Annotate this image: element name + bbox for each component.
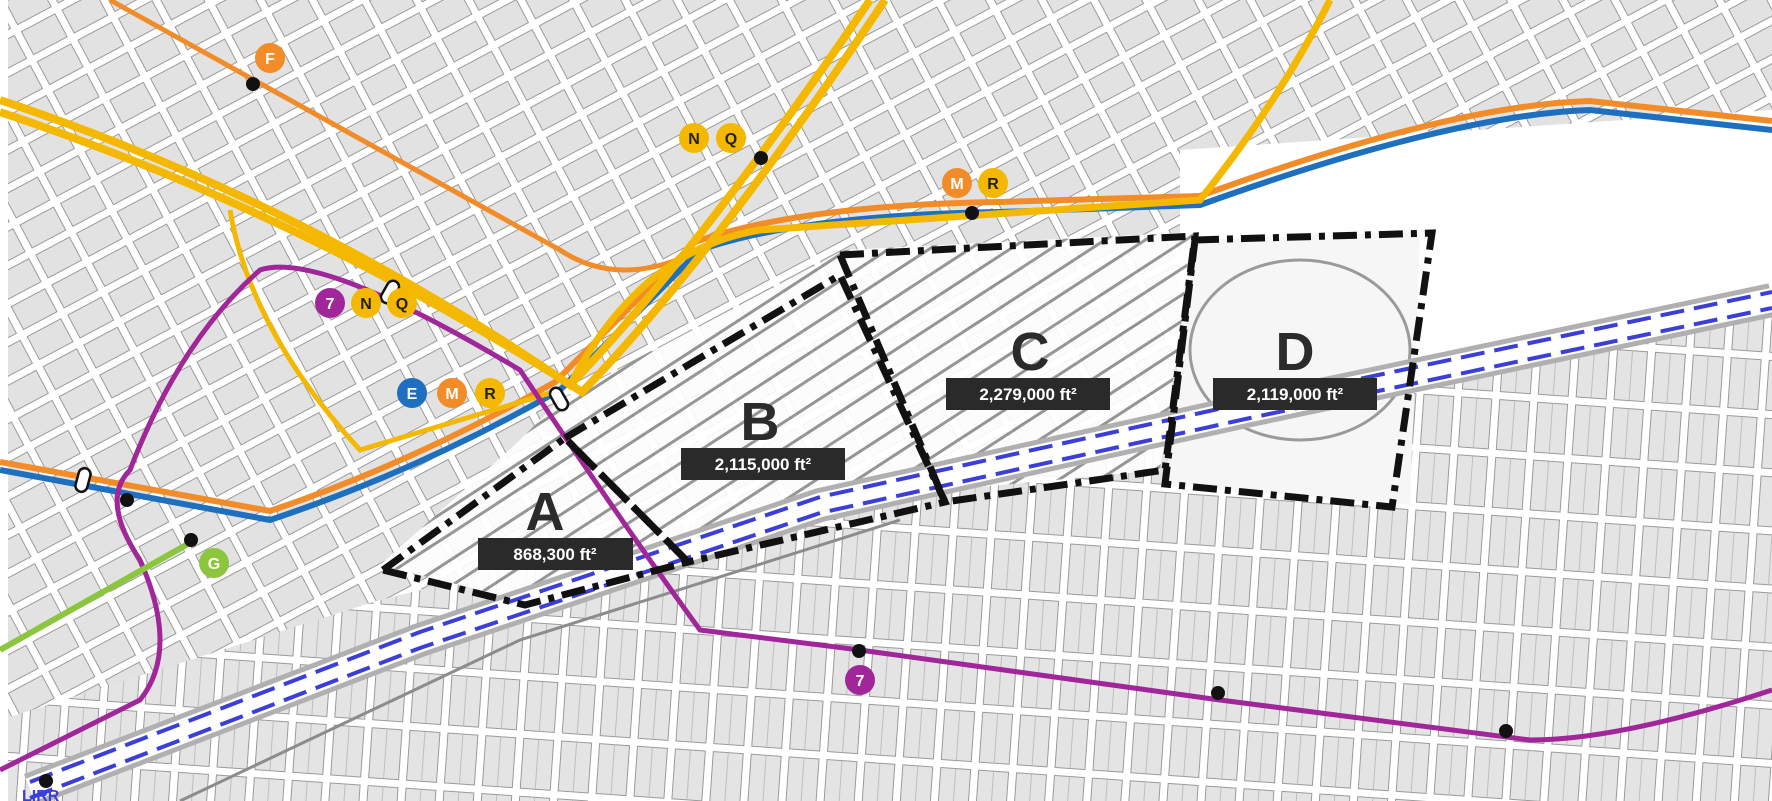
station-dot[interactable] bbox=[184, 533, 198, 547]
area-d[interactable]: D 2,119,000 ft² bbox=[1213, 322, 1377, 410]
station-dot[interactable] bbox=[246, 77, 260, 91]
station-badge-circle bbox=[397, 378, 427, 408]
green-line-g bbox=[0, 537, 197, 653]
rail-corridor bbox=[23, 283, 1772, 801]
area-c-size: 2,279,000 ft² bbox=[979, 385, 1077, 404]
station-badge-circle bbox=[315, 288, 345, 318]
station-dots bbox=[39, 77, 1513, 788]
station-badge-label: G bbox=[208, 556, 220, 573]
purple-line-7 bbox=[0, 264, 1772, 773]
yellow-line-nq bbox=[0, 0, 1334, 453]
station-badge-label: 7 bbox=[326, 296, 335, 313]
station-badge-circle bbox=[437, 378, 467, 408]
area-a-letter: A bbox=[526, 482, 565, 542]
area-d-size: 2,119,000 ft² bbox=[1247, 385, 1344, 404]
transfer-marker[interactable] bbox=[548, 386, 570, 413]
station-dot[interactable] bbox=[120, 493, 134, 507]
station-dot[interactable] bbox=[965, 206, 979, 220]
station-badge-circle bbox=[942, 168, 972, 198]
yard-tracks-area bbox=[380, 232, 1195, 600]
station-dot[interactable] bbox=[1499, 724, 1513, 738]
station-badge-label: N bbox=[688, 131, 700, 148]
station-badge-label: R bbox=[484, 386, 496, 403]
area-b-size: 2,115,000 ft² bbox=[715, 455, 812, 474]
station-badge-7[interactable]: 7 bbox=[315, 288, 345, 318]
station-badge-m[interactable]: M bbox=[942, 168, 972, 198]
station-badge-circle bbox=[679, 123, 709, 153]
station-badge-label: Q bbox=[725, 131, 737, 148]
station-badge-r[interactable]: R bbox=[475, 378, 505, 408]
blue-orange-line-emr bbox=[0, 97, 1772, 524]
area-b-size-box bbox=[681, 448, 845, 480]
station-badge-m[interactable]: M bbox=[437, 378, 467, 408]
station-badge-q[interactable]: Q bbox=[387, 288, 417, 318]
area-b[interactable]: B 2,115,000 ft² bbox=[681, 392, 845, 480]
station-badge-circle bbox=[255, 43, 285, 73]
station-badge-circle bbox=[199, 548, 229, 578]
station-badge-label: M bbox=[445, 386, 458, 403]
station-badge-7[interactable]: 7 bbox=[845, 665, 875, 695]
station-badge-circle bbox=[845, 665, 875, 695]
station-badge-r[interactable]: R bbox=[978, 168, 1008, 198]
area-a[interactable]: A 868,300 ft² bbox=[478, 482, 633, 570]
area-a-size-box bbox=[478, 538, 633, 570]
transfer-marker[interactable] bbox=[74, 466, 92, 494]
area-a-size: 868,300 ft² bbox=[513, 545, 596, 564]
map-border-left bbox=[0, 0, 8, 801]
station-badge-circle bbox=[475, 378, 505, 408]
station-badge-n[interactable]: N bbox=[679, 123, 709, 153]
area-a-boundary bbox=[374, 433, 695, 609]
area-c[interactable]: C 2,279,000 ft² bbox=[946, 322, 1110, 410]
station-dot[interactable] bbox=[852, 644, 866, 658]
area-d-boundary bbox=[1161, 229, 1437, 511]
station-badge-e[interactable]: E bbox=[397, 378, 427, 408]
station-dot[interactable] bbox=[754, 151, 768, 165]
area-c-size-box bbox=[946, 378, 1110, 410]
station-badge-circle bbox=[387, 288, 417, 318]
station-badge-label: M bbox=[950, 176, 963, 193]
station-badge-g[interactable]: G bbox=[199, 548, 229, 578]
yard-loop-d bbox=[1165, 232, 1420, 505]
station-badges: F N Q M R 7 N Q E M R G 7 bbox=[199, 43, 1008, 695]
station-badge-n[interactable]: N bbox=[351, 288, 381, 318]
area-b-boundary bbox=[559, 270, 950, 566]
area-d-size-box bbox=[1213, 378, 1377, 410]
area-c-boundary bbox=[834, 232, 1200, 506]
area-d-letter: D bbox=[1276, 322, 1315, 382]
station-badge-circle bbox=[978, 168, 1008, 198]
station-badge-circle bbox=[716, 123, 746, 153]
area-c-letter: C bbox=[1011, 322, 1050, 382]
station-badge-label: N bbox=[360, 296, 372, 313]
area-boundaries bbox=[374, 229, 1437, 609]
station-badge-label: E bbox=[407, 386, 418, 403]
station-badge-circle bbox=[351, 288, 381, 318]
station-badge-label: F bbox=[265, 51, 275, 68]
lirr-label: LIRR bbox=[22, 788, 60, 801]
station-dot[interactable] bbox=[1211, 686, 1225, 700]
station-badge-label: 7 bbox=[856, 673, 865, 690]
station-badge-f[interactable]: F bbox=[255, 43, 285, 73]
station-dot[interactable] bbox=[39, 774, 53, 788]
station-badge-label: Q bbox=[396, 296, 408, 313]
station-badge-q[interactable]: Q bbox=[716, 123, 746, 153]
area-b-letter: B bbox=[741, 392, 780, 452]
station-badge-label: R bbox=[987, 176, 999, 193]
yard-loop-track bbox=[1188, 258, 1412, 442]
